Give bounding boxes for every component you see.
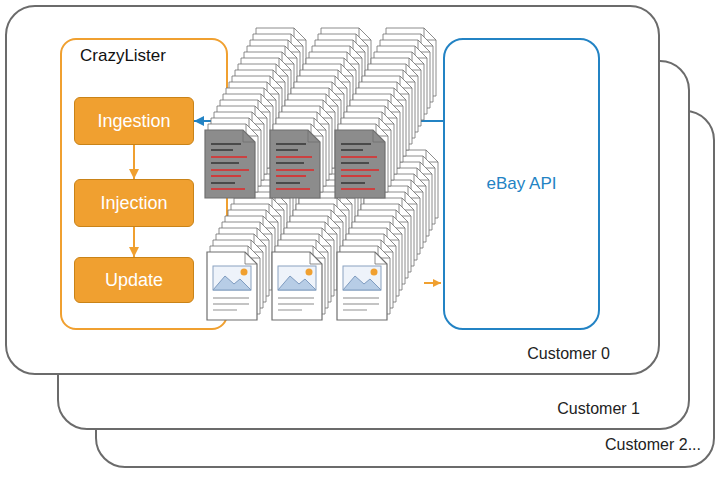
flow-arrow [133,227,135,257]
box-label: Update [105,270,163,291]
document-sheet [205,130,255,198]
process-box: Update [74,257,194,303]
frame-label: Customer 2... [605,436,701,454]
box-label: eBay API [487,174,557,194]
document-sheet [270,130,320,198]
api-box: eBay API [443,38,600,330]
box-label: Ingestion [97,111,170,132]
frame-label: Customer 0 [527,345,610,363]
application-box: CrazyListerIngestionInjectionUpdate [60,38,228,330]
document-sheet [335,130,385,198]
box-label: Injection [100,193,167,214]
box-title: CrazyLister [80,46,166,66]
document-sheet [272,252,322,320]
frame-label: Customer 1 [557,400,640,418]
process-box: Ingestion [74,97,194,145]
customer-frame: Customer 0 CrazyListerIngestionInjectionU… [5,5,660,375]
flow-arrow [133,145,135,179]
listing-documents [205,28,438,320]
upload-arrow [424,282,441,284]
document-sheet [337,252,387,320]
process-box: Injection [74,179,194,227]
document-sheet [207,252,257,320]
